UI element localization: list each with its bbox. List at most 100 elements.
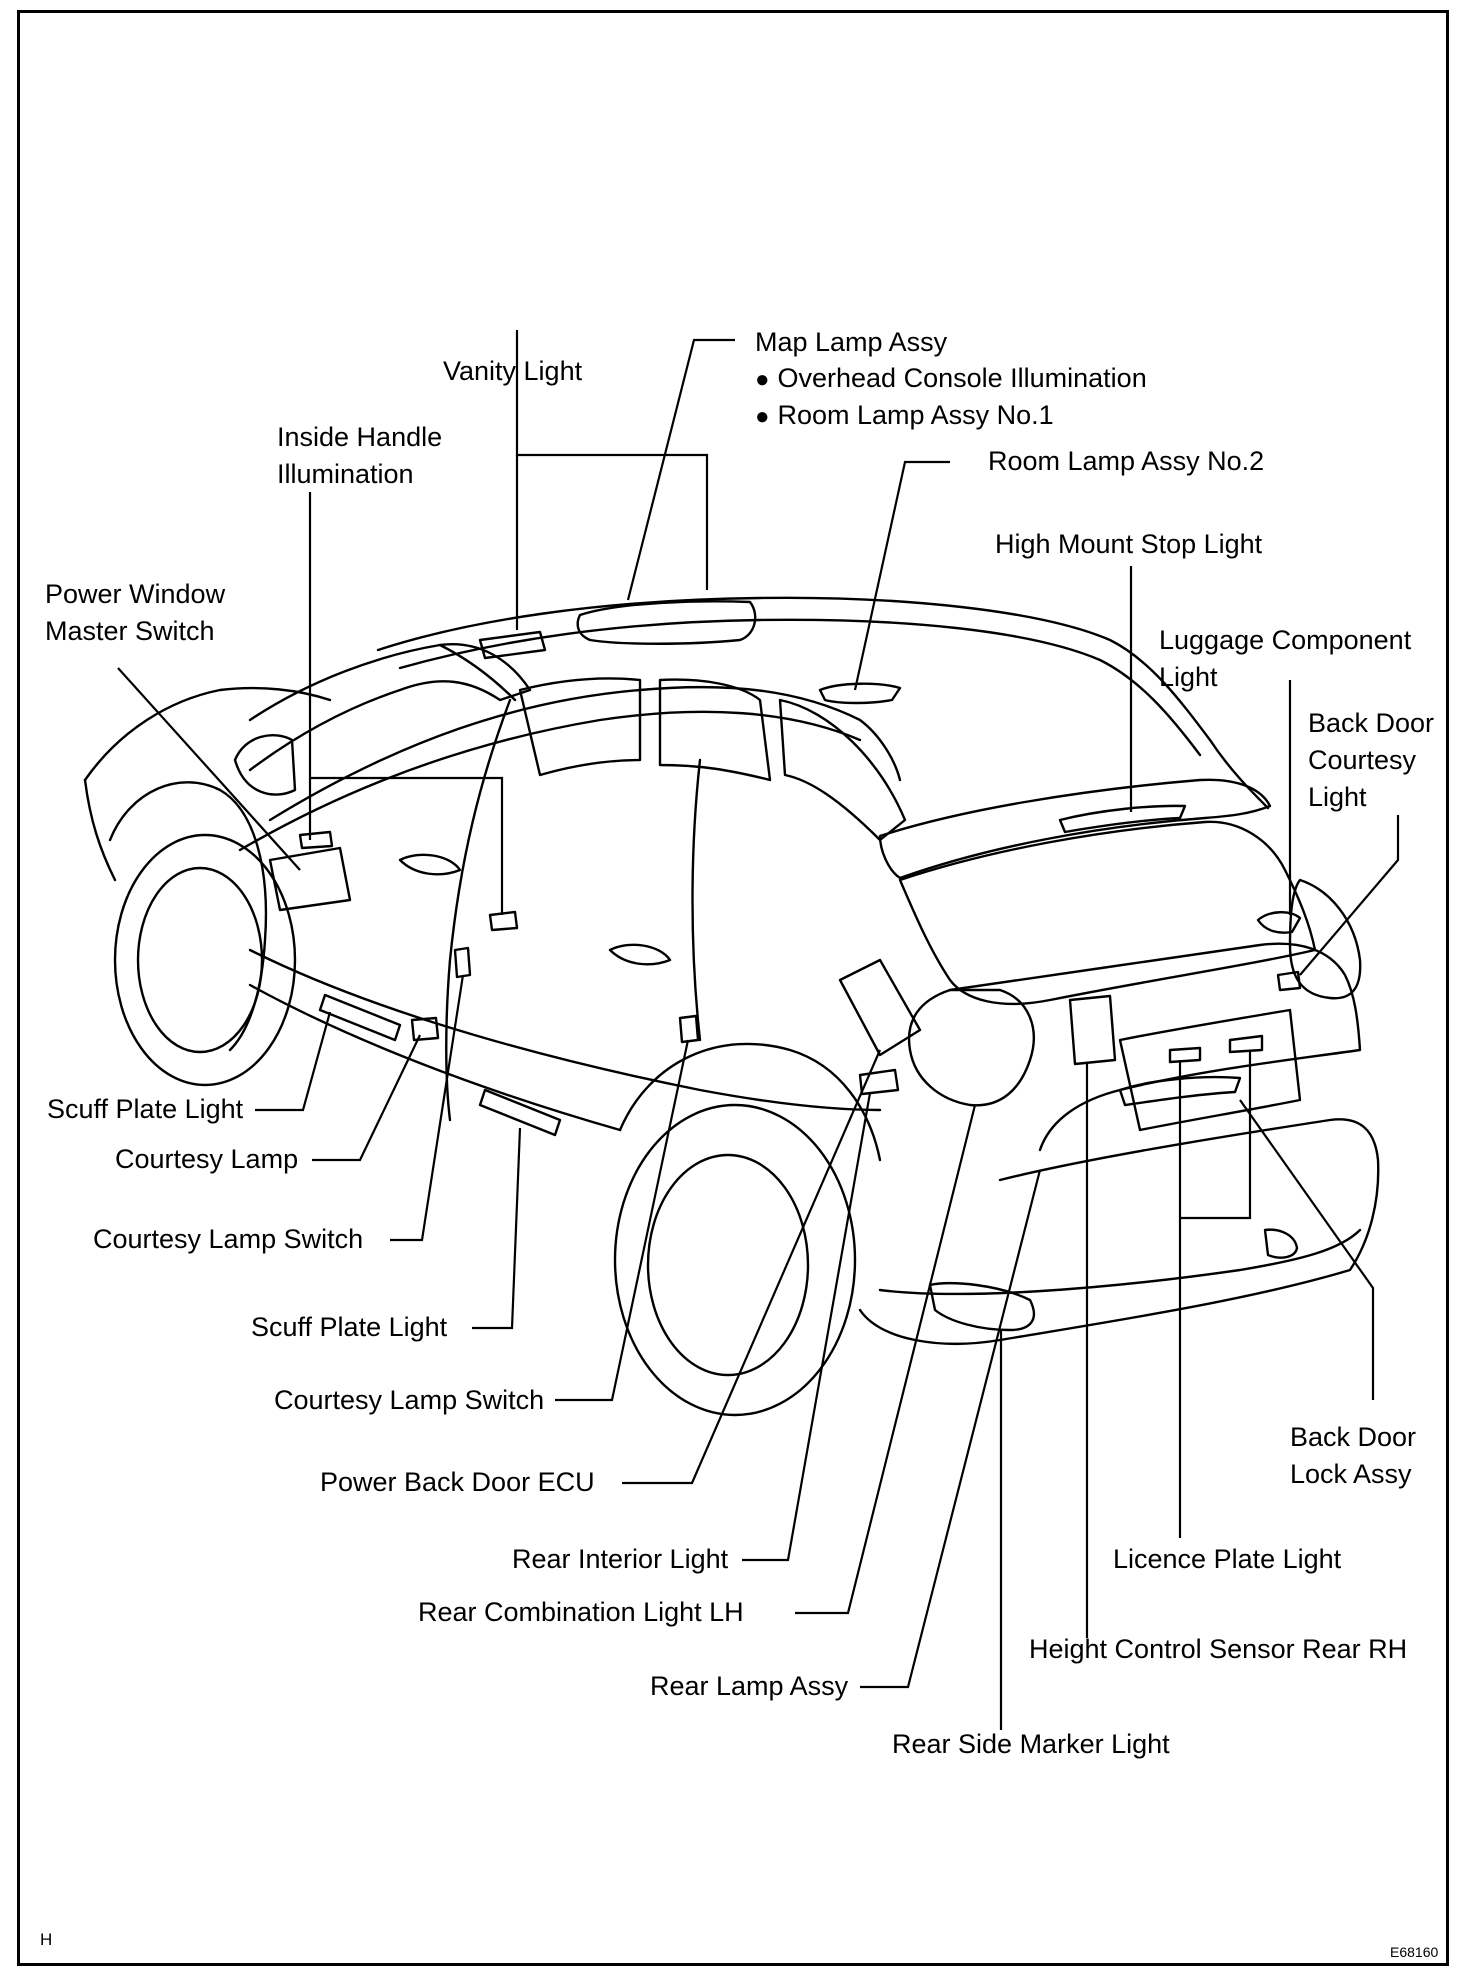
label-height-control: Height Control Sensor Rear RH xyxy=(1029,1634,1408,1664)
rear-door-edge xyxy=(691,758,702,1042)
leader-courtesy-switch-front xyxy=(390,974,465,1242)
leader-courtesy-lamp xyxy=(312,1034,421,1162)
high-mount-stop xyxy=(1058,804,1187,834)
power-back-door-ecu xyxy=(838,958,922,1057)
label-courtesy-switch-rear: Courtesy Lamp Switch xyxy=(274,1385,545,1415)
courtesy-switch-front xyxy=(453,946,472,979)
label-vanity-light: Vanity Light xyxy=(443,356,583,386)
leader-courtesy-switch-rear xyxy=(555,1039,690,1402)
bullet-text: Room Lamp Assy No.1 xyxy=(777,400,1054,430)
leader-power-back-door xyxy=(622,1049,882,1485)
spoiler xyxy=(878,778,1272,880)
label-rear-lamp: Rear Lamp Assy xyxy=(650,1671,849,1701)
rear-lamp-rh xyxy=(1288,878,1362,1000)
label-overhead-console: Overhead Console Illumination xyxy=(755,360,1147,398)
label-power-window-2: Master Switch xyxy=(45,616,215,646)
front-door-window xyxy=(518,677,642,777)
rear-interior-light xyxy=(858,1068,900,1096)
leader-inside-handle-2 xyxy=(310,776,504,915)
label-luggage-2: Light xyxy=(1159,662,1218,692)
door-handle-rear xyxy=(608,943,672,966)
front-door-edge xyxy=(445,698,512,1122)
label-inside-handle-2: Illumination xyxy=(277,459,414,489)
label-back-door-lock-1: Back Door xyxy=(1290,1422,1417,1452)
room-lamp-2 xyxy=(818,682,902,705)
leader-rear-combination xyxy=(795,1104,977,1615)
scuff-plate-front xyxy=(318,993,402,1042)
bullet-text: Overhead Console Illumination xyxy=(777,363,1147,393)
door-handle-front xyxy=(398,853,462,876)
label-power-window-1: Power Window xyxy=(45,579,226,609)
leader-back-door-courtesy xyxy=(1299,815,1400,976)
leader-map-lamp xyxy=(626,338,735,601)
quarter-window xyxy=(778,698,907,842)
door-lower xyxy=(248,948,882,1112)
rear-door-window xyxy=(658,678,772,782)
licence-lights xyxy=(1168,1034,1264,1064)
back-door-courtesy-switch xyxy=(1276,970,1302,992)
luggage-light xyxy=(1256,911,1302,934)
inside-handle-illum xyxy=(298,830,334,850)
front-wheel-arch xyxy=(108,781,268,1052)
rear-side-marker xyxy=(928,1281,1036,1332)
power-window-switch xyxy=(268,846,352,912)
label-high-mount: High Mount Stop Light xyxy=(995,529,1263,559)
roof-inner xyxy=(398,618,1202,757)
front-wheel xyxy=(113,833,297,1087)
leader-licence-2 xyxy=(1180,1052,1252,1220)
body-side-top xyxy=(238,710,862,852)
label-courtesy-lamp: Courtesy Lamp xyxy=(115,1144,299,1174)
courtesy-switch-rear xyxy=(678,1014,700,1044)
diagram-frame xyxy=(17,10,1449,1966)
label-back-door-courtesy-3: Light xyxy=(1308,782,1367,812)
label-inside-handle-1: Inside Handle xyxy=(277,422,443,452)
rear-wheel xyxy=(613,1103,857,1417)
label-licence-plate: Licence Plate Light xyxy=(1113,1544,1342,1574)
leader-scuff-rear xyxy=(472,1127,522,1330)
rear-wheel-arch xyxy=(618,1042,882,1162)
rear-lamp-lh xyxy=(907,988,1035,1107)
label-map-lamp: Map Lamp Assy xyxy=(755,327,948,357)
label-back-door-courtesy-1: Back Door xyxy=(1308,708,1435,738)
label-rear-interior: Rear Interior Light xyxy=(512,1544,729,1574)
label-scuff-plate-rear: Scuff Plate Light xyxy=(251,1312,448,1342)
corner-mark-left: H xyxy=(40,1930,53,1949)
rocker xyxy=(248,983,622,1132)
rear-wheel-inner xyxy=(646,1153,810,1377)
leader-back-door-lock xyxy=(1239,1099,1375,1400)
label-courtesy-switch-front: Courtesy Lamp Switch xyxy=(93,1224,364,1254)
inside-handle-illum-rear xyxy=(488,910,519,932)
label-back-door-courtesy-2: Courtesy xyxy=(1308,745,1417,775)
body-beltline xyxy=(268,685,902,822)
label-room-lamp-2: Room Lamp Assy No.2 xyxy=(988,446,1265,476)
windshield xyxy=(248,643,532,772)
hood xyxy=(83,686,332,782)
label-back-door-lock-2: Lock Assy xyxy=(1290,1459,1412,1489)
leader-rear-lamp xyxy=(860,1169,1042,1689)
rear-window xyxy=(898,820,1317,1006)
label-scuff-plate-front: Scuff Plate Light xyxy=(47,1094,244,1124)
rear-bumper xyxy=(858,1118,1380,1345)
leader-scuff-front xyxy=(255,1011,332,1112)
vanity-lights xyxy=(478,630,547,660)
height-control-sensor xyxy=(1068,994,1117,1066)
leader-rear-interior xyxy=(742,1092,872,1562)
hood-front xyxy=(83,778,117,882)
label-power-back-door-ecu: Power Back Door ECU xyxy=(320,1467,595,1497)
leader-room-lamp-2 xyxy=(853,460,950,691)
leader-vanity xyxy=(515,330,709,590)
front-wheel-inner xyxy=(136,866,264,1054)
mirror xyxy=(233,733,297,796)
a-pillar xyxy=(438,643,517,702)
licence-recess xyxy=(1118,1008,1302,1132)
exhaust xyxy=(1263,1228,1299,1259)
leader-power-window xyxy=(117,667,301,871)
label-luggage-1: Luggage Component xyxy=(1159,625,1412,655)
map-lamp-assy xyxy=(576,600,757,645)
figure-code: E68160 xyxy=(1390,1944,1439,1960)
rear-bumper-lower xyxy=(878,1228,1362,1296)
label-room-lamp-1: Room Lamp Assy No.1 xyxy=(755,397,1054,435)
roof-outline xyxy=(376,596,1270,810)
back-door-lock xyxy=(1118,1075,1242,1107)
